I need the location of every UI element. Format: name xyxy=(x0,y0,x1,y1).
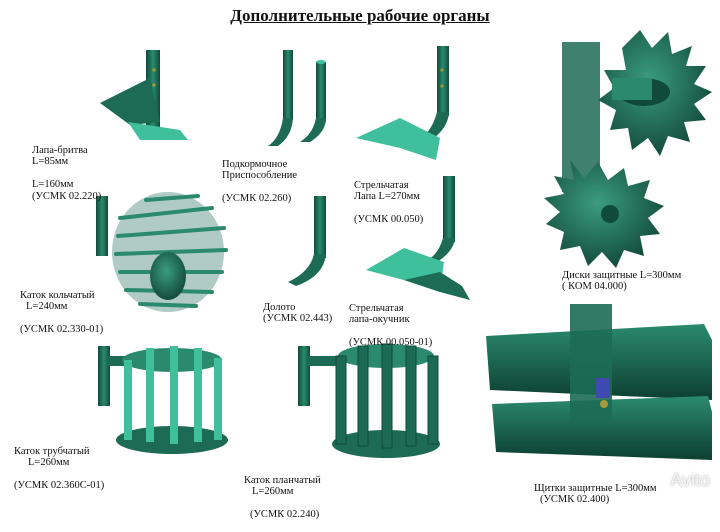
watermark: Avito xyxy=(670,470,710,490)
diski-zaschitnye-image xyxy=(544,30,712,268)
katok-kolchatyi-image xyxy=(96,192,228,312)
katok-planchatyi-image xyxy=(298,343,440,458)
doloto-image xyxy=(288,196,326,286)
caption-schitki-zaschitnye: Щитки защитные L=300мм(УСМК 02.400) xyxy=(534,482,657,506)
katok-trubchatyi-image xyxy=(98,346,228,454)
podkormochnoe-image xyxy=(268,50,326,146)
caption-diski-zaschitnye: Диски защитные L=300мм( КОМ 04.000) xyxy=(562,269,682,293)
equipment-illustrations xyxy=(96,30,712,460)
page-title: Дополнительные рабочие органы xyxy=(230,6,490,25)
caption-doloto: Долото(УСМК 02.443) xyxy=(263,301,333,325)
strelchataya-lapa-image xyxy=(356,46,449,160)
lapa-britva-image xyxy=(100,50,188,140)
lapa-okuchnik-image xyxy=(366,176,470,300)
schitki-zaschitnye-image xyxy=(486,304,712,460)
